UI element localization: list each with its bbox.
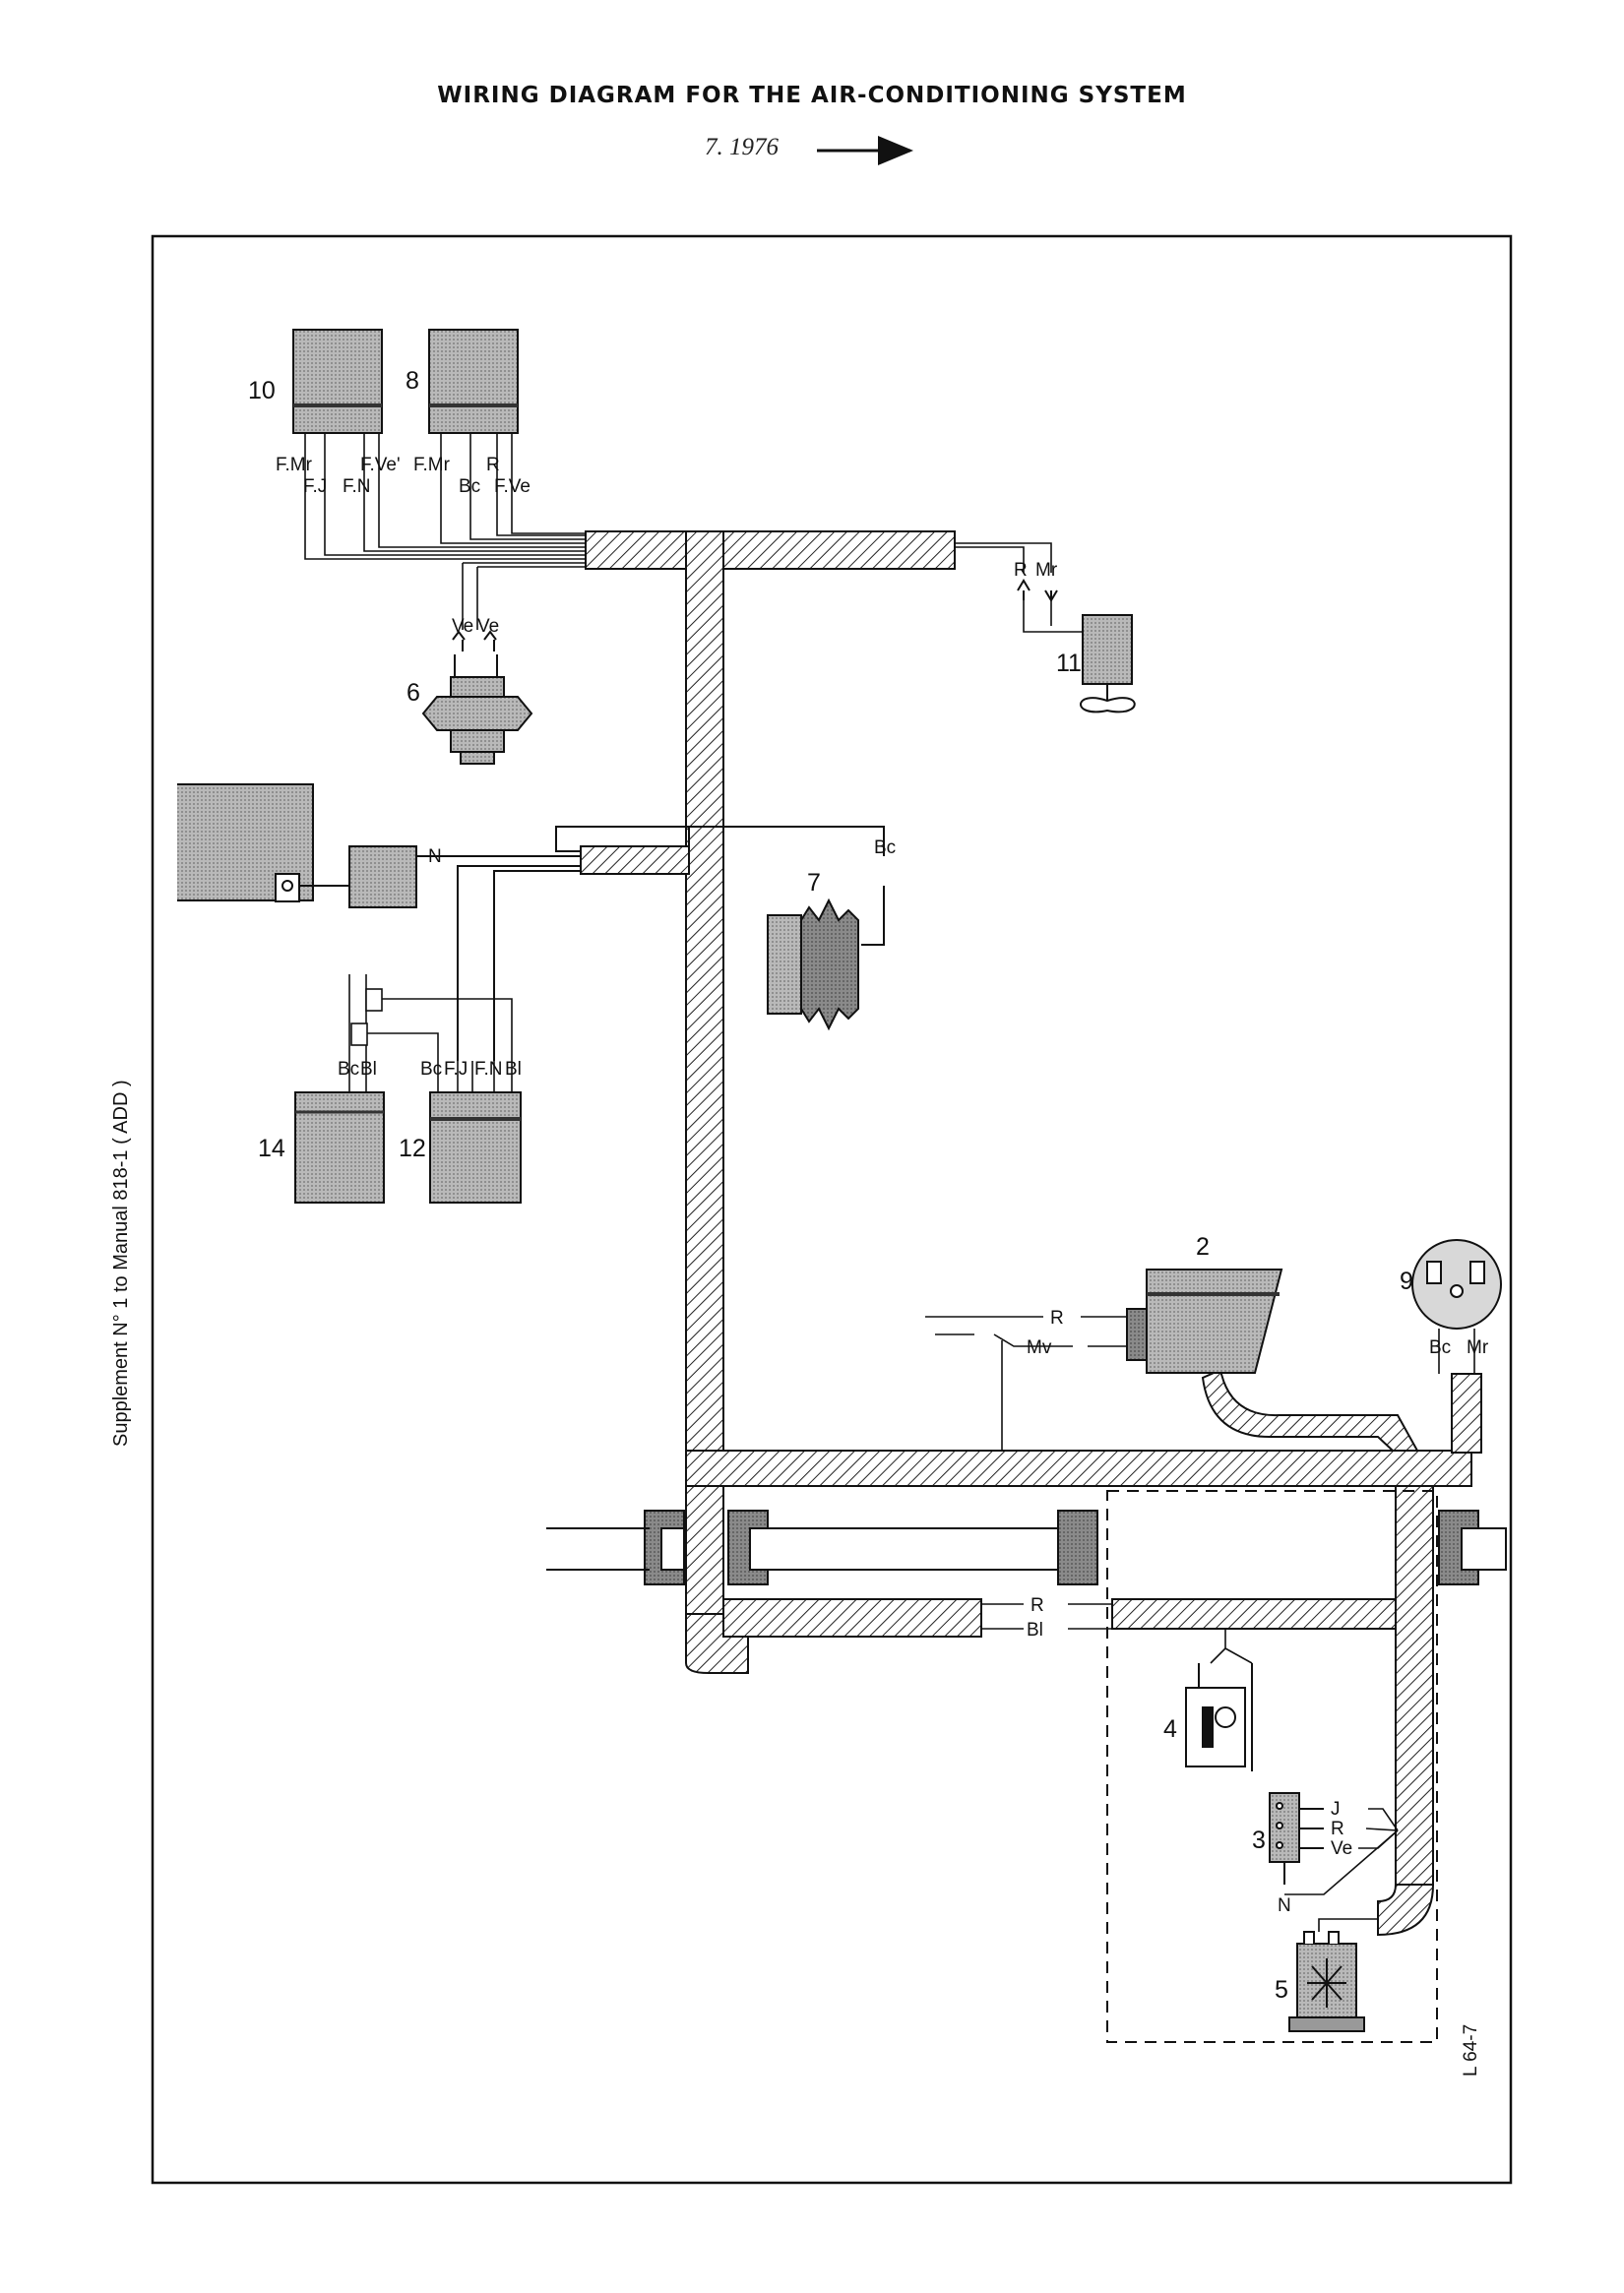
grommets (546, 1510, 1507, 1585)
drawing-ref: L 64-7 (1461, 2024, 1481, 2076)
wire-c14-bc: Bc (338, 1059, 359, 1080)
component-2-blower-motor (1126, 1269, 1283, 1374)
label-8: 8 (406, 367, 419, 395)
date-label: 7. 1976 (705, 134, 779, 160)
component-10-relay (292, 329, 383, 434)
wire-c10-fmr: F.Mr (276, 455, 313, 475)
wire-labels: F.Mr F.J F.N F.Ve' F.Mr Bc R F.Ve Ve Ve … (276, 455, 1489, 1916)
wire-c14-bl: Bl (360, 1059, 377, 1080)
wire-c8-fmr: F.Mr (413, 455, 451, 475)
component-3-switch (1269, 1792, 1399, 1895)
wire-c6-ve1: Ve (452, 616, 473, 637)
label-9: 9 (1400, 1268, 1413, 1295)
wire-c10-fn: F.N (343, 476, 371, 497)
wire-c9-bc: Bc (1429, 1337, 1451, 1358)
wire-c12-bl: Bl (505, 1059, 522, 1080)
motor-wires (925, 1316, 1127, 1451)
blower-enclosure (1106, 1490, 1438, 2043)
wire-c3-ve: Ve (1331, 1838, 1352, 1859)
component-4-thermostat (1185, 1663, 1253, 1771)
wire-low-r: R (1031, 1595, 1044, 1616)
wire-c2-mv: Mv (1027, 1337, 1052, 1358)
wire-c8-r: R (486, 455, 500, 475)
main-harness (580, 530, 1482, 1937)
label-14: 14 (258, 1135, 285, 1162)
component-12-control (429, 1091, 522, 1204)
label-12: 12 (399, 1135, 426, 1162)
label-6: 6 (406, 679, 420, 707)
component-8-relay (428, 329, 519, 434)
component-numbers: 2 3 4 5 6 7 8 9 10 11 12 14 (248, 367, 1413, 2004)
wire-c8-fve: F.Ve (494, 476, 531, 497)
wire-c12-fn: F.N (474, 1059, 503, 1080)
wire-c12-bc: Bc (420, 1059, 442, 1080)
wire-c3-n: N (1278, 1895, 1291, 1916)
wire-c10-fve: F.Ve' (360, 455, 401, 475)
component-6-pressure-switch (421, 630, 533, 765)
wire-c2-r: R (1050, 1308, 1064, 1329)
label-4: 4 (1163, 1715, 1177, 1743)
lower-connectors (981, 1603, 1253, 1664)
label-7: 7 (807, 869, 821, 897)
wire-c11-r: R (1014, 560, 1028, 581)
aux-box (348, 826, 885, 1061)
label-11: 11 (1056, 650, 1082, 677)
component-14-control (294, 1091, 385, 1204)
wire-c11-mr: Mr (1035, 560, 1058, 581)
wire-c7-bc: Bc (874, 837, 896, 858)
component-11-fan (1017, 579, 1136, 713)
control-wires (348, 974, 513, 1092)
page-title: WIRING DIAGRAM FOR THE AIR-CONDITIONING … (437, 83, 1187, 108)
label-3: 3 (1252, 1827, 1266, 1854)
wire-c8-bc: Bc (459, 476, 480, 497)
wire-c3-j: J (1331, 1799, 1341, 1820)
wire-c12-fj: F.J (444, 1059, 468, 1080)
wire-c3-r: R (1331, 1819, 1344, 1839)
label-10: 10 (248, 377, 276, 404)
component-5-blower-relay (1288, 1918, 1378, 2032)
component-7-compressor-clutch (767, 898, 859, 1031)
wire-c9-mr: Mr (1467, 1337, 1489, 1358)
component-9-resistor (1411, 1239, 1502, 1374)
wire-c6-ve2: Ve (477, 616, 499, 637)
label-5: 5 (1275, 1976, 1288, 2004)
label-2: 2 (1196, 1233, 1210, 1261)
diagram-frame (151, 234, 1513, 2185)
wire-aux-n: N (428, 846, 442, 867)
wire-c10-fj: F.J (303, 476, 327, 497)
relay-wires (304, 433, 1103, 654)
heater-unit (177, 783, 349, 902)
wire-low-bl: Bl (1027, 1620, 1043, 1641)
